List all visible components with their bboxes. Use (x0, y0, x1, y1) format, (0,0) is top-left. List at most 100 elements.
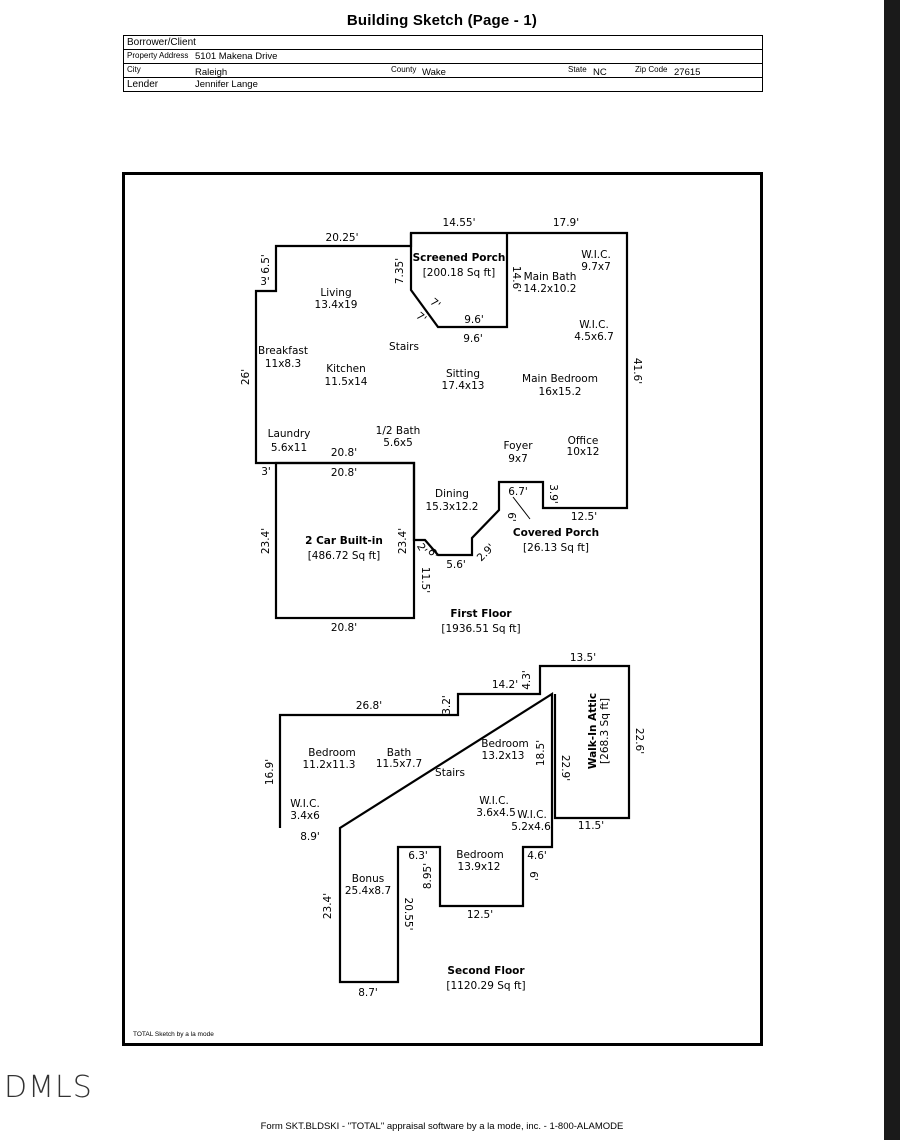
lender-value: Jennifer Lange (195, 79, 258, 90)
dim-label: 11.5' (419, 567, 431, 593)
first-floor-outline (254, 231, 629, 557)
dim-label: 6.3' (408, 850, 428, 862)
garage-label: 2 Car Built-in (305, 535, 383, 547)
property-info-table: Borrower/Client Property Address 5101 Ma… (123, 35, 763, 92)
first-floor-title: First Floor (450, 608, 512, 620)
county-label: County (391, 65, 417, 74)
first-floor-area: [1936.51 Sq ft] (441, 623, 520, 635)
dim-label: 8.95' (422, 863, 434, 889)
state-value: NC (593, 67, 607, 78)
room-wic-2-dim: 4.5x6.7 (574, 331, 614, 343)
room-bath: Bath (387, 747, 411, 759)
first-floor-walls (254, 231, 629, 620)
room-main-bedroom-dim: 16x15.2 (539, 386, 582, 398)
room-sitting-dim: 17.4x13 (442, 380, 485, 392)
second-floor-title: Second Floor (447, 965, 525, 977)
zip-label: Zip Code (635, 65, 668, 74)
covered-porch-area: [26.13 Sq ft] (523, 542, 589, 554)
room-bedroom-3: Bedroom (456, 849, 504, 861)
borrower-label: Borrower/Client (127, 37, 196, 48)
room-wic-2: W.I.C. (579, 319, 609, 331)
dim-label: 23.4' (322, 893, 334, 919)
address-value: 5101 Makena Drive (195, 51, 278, 62)
dim-label: 20.25' (326, 232, 359, 244)
room-bedroom-1: Bedroom (308, 747, 356, 759)
second-floor-area: [1120.29 Sq ft] (446, 980, 525, 992)
city-value: Raleigh (195, 67, 228, 78)
room-bedroom-2: Bedroom (481, 738, 529, 750)
county-value: Wake (422, 67, 446, 78)
dim-label: 6' (505, 512, 517, 522)
dim-label: 8.7' (358, 987, 378, 999)
dim-label: 9.6' (464, 314, 484, 326)
dim-label: 20.8' (331, 467, 357, 479)
second-floor-outline (278, 664, 631, 984)
room-dining: Dining (435, 488, 469, 500)
room-main-bath: Main Bath (524, 271, 577, 283)
room-breakfast-dim: 11x8.3 (265, 358, 301, 370)
walk-in-attic-area: [268.3 Sq ft] (599, 698, 611, 764)
dim-label: 13.5' (570, 652, 596, 664)
dim-label: 9.6' (463, 333, 483, 345)
dim-label: 20.8' (331, 622, 357, 634)
dim-label: 26' (240, 369, 252, 385)
room-half-bath-dim: 5.6x5 (383, 437, 413, 449)
dim-label: 5.6' (446, 559, 466, 571)
dim-label: 22.9' (559, 755, 571, 781)
dim-label: 17.9' (553, 217, 579, 229)
room-office-dim: 10x12 (567, 446, 600, 458)
room-laundry-dim: 5.6x11 (271, 442, 307, 454)
page-edge (884, 0, 900, 1140)
dim-label: 26.8' (356, 700, 382, 712)
room-kitchen-dim: 11.5x14 (325, 376, 368, 388)
room-living-dim: 13.4x19 (315, 299, 358, 311)
room-stairs: Stairs (389, 341, 419, 353)
room-wic-1: W.I.C. (581, 249, 611, 261)
lender-row: Lender Jennifer Lange (124, 78, 762, 91)
city-label: City (127, 65, 141, 74)
room-foyer-dim: 9x7 (508, 453, 528, 465)
dim-label: 12.5' (467, 909, 493, 921)
room-wic-3: W.I.C. (290, 798, 320, 810)
room-bedroom-3-dim: 13.9x12 (458, 861, 501, 873)
second-floor-walls (278, 664, 631, 984)
room-wic-5-dim: 5.2x4.6 (511, 821, 551, 833)
room-bedroom-2-dim: 13.2x13 (482, 750, 525, 762)
dim-label: 12.5' (571, 511, 597, 523)
screened-porch-area: [200.18 Sq ft] (423, 267, 496, 279)
room-wic-1-dim: 9.7x7 (581, 261, 611, 273)
room-bonus-dim: 25.4x8.7 (345, 885, 391, 897)
room-living: Living (320, 287, 351, 299)
garage-outline (274, 461, 416, 620)
screened-porch-walls (409, 233, 509, 329)
room-dining-dim: 15.3x12.2 (426, 501, 479, 513)
dim-label: 3' (261, 466, 271, 478)
dim-label: 23.4' (260, 528, 272, 554)
room-wic-5: W.I.C. (517, 809, 547, 821)
dim-label: 4.6' (527, 850, 547, 862)
room-bonus: Bonus (352, 873, 384, 885)
dim-label: 8.9' (300, 831, 320, 843)
room-main-bath-dim: 14.2x10.2 (524, 283, 577, 295)
room-wic-4-dim: 3.6x4.5 (476, 807, 516, 819)
dim-label: 23.4' (397, 528, 409, 554)
dim-label: 20.55' (402, 898, 414, 931)
page-title: Building Sketch (Page - 1) (346, 12, 538, 29)
room-wic-3-dim: 3.4x6 (290, 810, 320, 822)
dim-label: 6.5' (260, 254, 272, 274)
dim-label: 11.5' (578, 820, 604, 832)
room-half-bath: 1/2 Bath (376, 425, 421, 437)
dim-label: 14.55' (443, 217, 476, 229)
room-wic-4: W.I.C. (479, 795, 509, 807)
garage-area: [486.72 Sq ft] (308, 550, 381, 562)
address-label: Property Address (127, 51, 189, 60)
dim-label: 20.8' (331, 447, 357, 459)
covered-porch-leader (512, 496, 531, 520)
room-main-bedroom: Main Bedroom (522, 373, 598, 385)
dim-label: 7' (427, 296, 442, 311)
room-breakfast: Breakfast (258, 345, 308, 357)
room-laundry: Laundry (268, 428, 311, 440)
dim-label: 18.5' (535, 740, 547, 766)
dim-label: 3.2' (441, 695, 453, 715)
room-bedroom-1-dim: 11.2x11.3 (303, 759, 356, 771)
